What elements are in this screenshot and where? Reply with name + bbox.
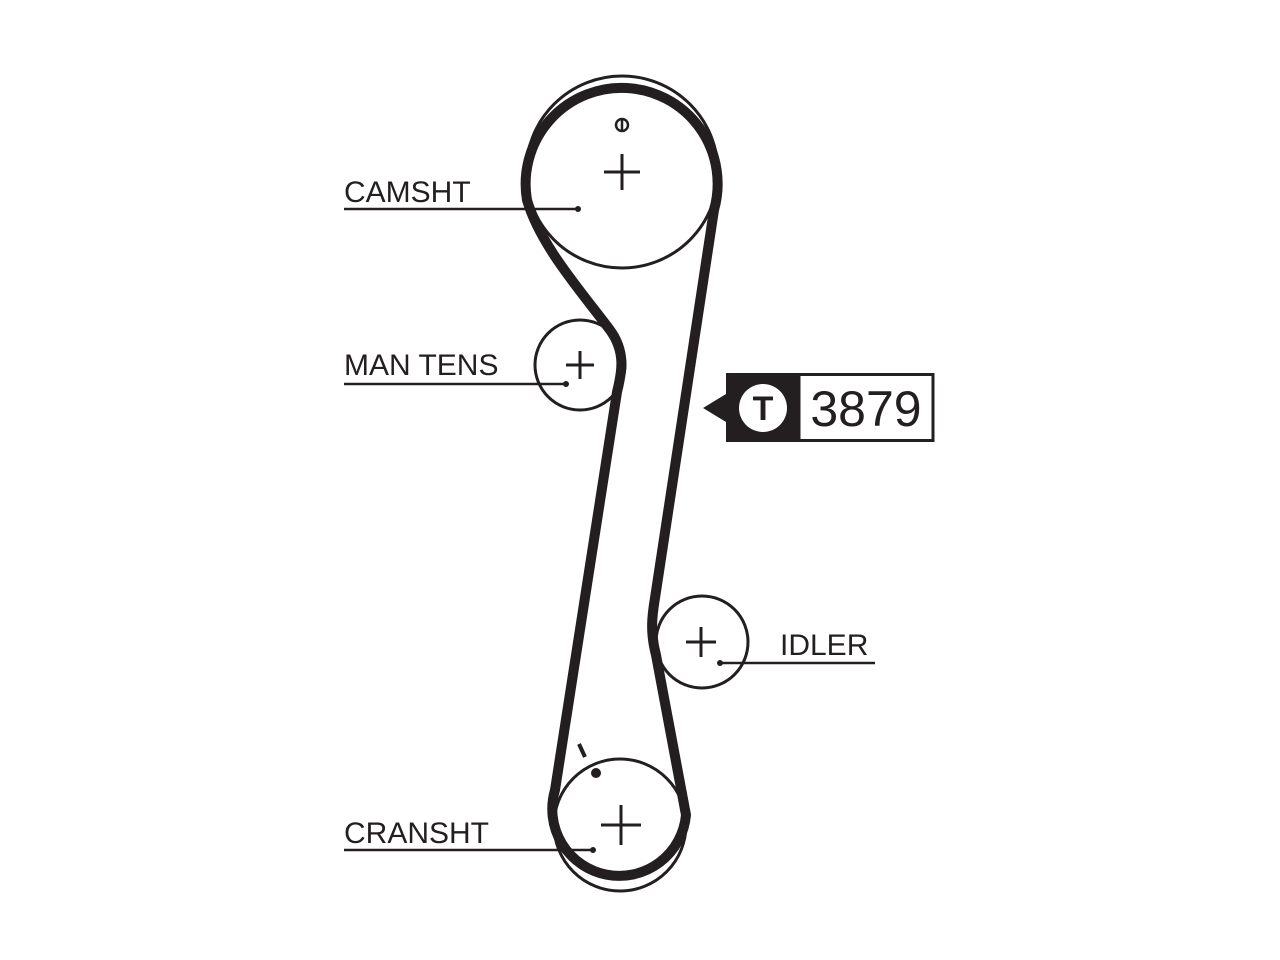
- idler-label: IDLER: [780, 629, 868, 662]
- timing-belt: [520, 82, 723, 881]
- badge-number-box: [797, 373, 935, 442]
- tensioner-label: MAN TENS: [344, 349, 498, 382]
- timing-mark-icon: [614, 117, 630, 133]
- tension-tool-letter: T: [753, 390, 774, 428]
- center-cross-icon: [601, 805, 641, 845]
- camshaft-leader: [344, 206, 581, 212]
- center-cross-icon: [604, 154, 640, 190]
- idler-leader: [717, 660, 875, 666]
- tensioner-leader: [344, 381, 569, 387]
- crankshaft-leader: [344, 847, 596, 853]
- center-cross-icon: [566, 351, 594, 379]
- crankshaft-label: CRANSHT: [344, 817, 489, 850]
- camshaft-label: CAMSHT: [344, 176, 471, 209]
- part-badge: T 3879: [703, 373, 935, 442]
- tension-tool-icon: T: [739, 384, 787, 432]
- center-cross-icon: [686, 627, 716, 657]
- part-number: 3879: [810, 381, 921, 437]
- timing-mark-icon: [577, 743, 601, 778]
